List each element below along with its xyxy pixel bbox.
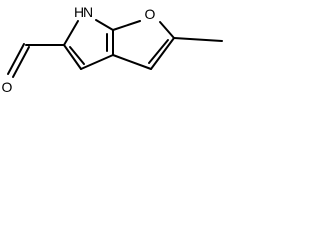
bond-c5-c4 (150, 37, 175, 70)
bond-c6a-o (112, 20, 141, 31)
bond-aldehyde-co-2 (12, 46, 30, 78)
bond-o-c5 (159, 21, 175, 39)
bond-c2-c3-inner (69, 46, 85, 65)
bond-c3-c3a (80, 54, 114, 70)
atom-label-n: N (83, 4, 93, 20)
bonds (7, 19, 223, 78)
bond-aldehyde-co-1 (7, 43, 25, 75)
atom-label-o-ring: O (145, 6, 156, 22)
bond-c4-c3a (112, 54, 152, 70)
bond-c5-methyl (173, 37, 223, 42)
atom-label-nh-h: H (74, 4, 84, 20)
bond-n-c6a (95, 19, 114, 31)
atom-label-o-aldehyde: O (2, 79, 13, 95)
atom-labels: H N O O (2, 4, 156, 95)
bond-c2-c3 (63, 44, 82, 70)
bond-c2-n (63, 20, 79, 46)
chemical-structure: H N O O (2, 4, 223, 95)
bond-c5-c4-inner (148, 39, 169, 64)
